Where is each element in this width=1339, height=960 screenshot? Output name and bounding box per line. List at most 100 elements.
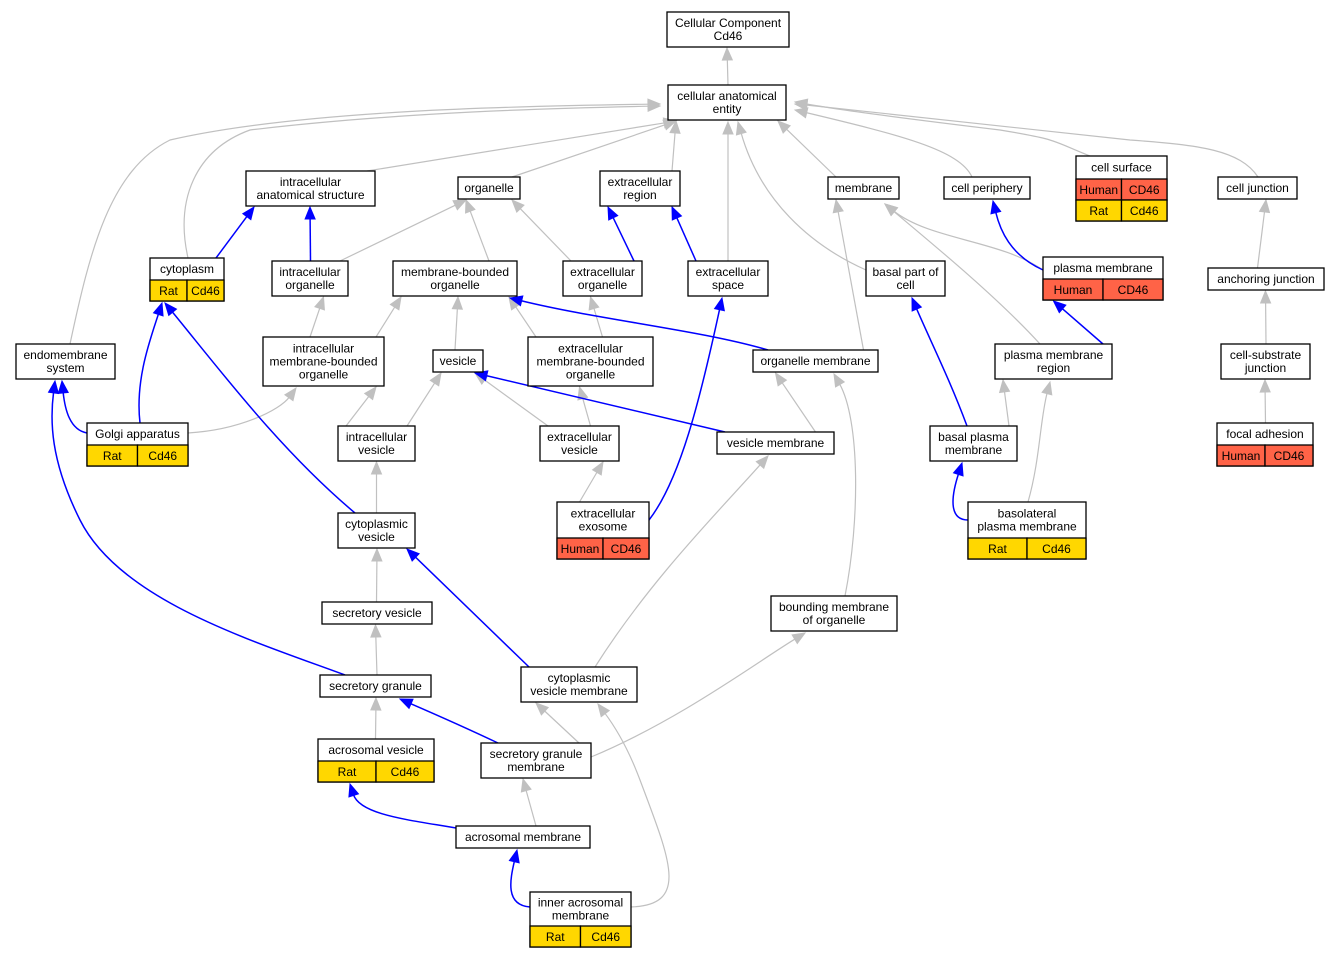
node-label: of organelle xyxy=(803,613,866,627)
edge-line xyxy=(414,556,530,668)
edge-arrowhead xyxy=(370,696,382,711)
edge-csj-anchjunc xyxy=(1259,289,1272,345)
edge-line xyxy=(51,391,346,676)
edge-line xyxy=(511,124,666,178)
node-anchjunc[interactable]: anchoring junction xyxy=(1207,267,1325,291)
edge-arrowhead xyxy=(793,107,809,119)
edge-vesmem-orgmem xyxy=(774,371,816,433)
node-box xyxy=(432,349,484,373)
node-label: basolateral xyxy=(998,507,1057,521)
edge-line xyxy=(543,710,580,744)
node-box xyxy=(827,176,900,200)
node-label: Cellular Component xyxy=(675,16,782,30)
edge-cvm-vesmem xyxy=(594,455,769,668)
node-label: intracellular xyxy=(280,175,341,189)
edge-vesicle-mbo xyxy=(451,295,464,351)
edge-acrmem-sgm xyxy=(520,777,537,827)
edge-arrowhead xyxy=(508,848,520,864)
edge-line xyxy=(510,860,531,908)
edge-line xyxy=(409,702,499,744)
edge-arrowhead xyxy=(535,702,550,716)
edge-line xyxy=(578,471,598,503)
node-orgmem[interactable]: organelle membrane xyxy=(752,349,879,373)
edge-line xyxy=(514,305,537,338)
edge-extves-embo xyxy=(577,385,592,427)
edge-line xyxy=(519,207,572,262)
edge-arrowhead xyxy=(511,199,525,213)
node-celljunc[interactable]: cell junction xyxy=(1217,176,1298,200)
edge-line xyxy=(785,128,837,178)
edge-arrowhead xyxy=(398,698,414,710)
node-acrmem[interactable]: acrosomal membrane xyxy=(455,825,591,849)
edge-line xyxy=(952,473,969,521)
edge-line xyxy=(671,131,676,172)
edge-acrmem-acrves xyxy=(348,782,457,829)
node-label: Cd46 xyxy=(714,29,743,43)
edge-arrowhead xyxy=(406,548,420,562)
edge-line xyxy=(893,210,1041,345)
edge-sgm-bmo xyxy=(590,632,807,758)
node-membrane[interactable]: membrane xyxy=(827,176,900,200)
node-organelle[interactable]: organelle xyxy=(457,176,521,200)
edge-line xyxy=(483,379,549,427)
edge-intorg-organelle xyxy=(339,199,468,262)
node-cellper[interactable]: cell periphery xyxy=(943,176,1031,200)
node-box xyxy=(716,431,835,455)
gene-label: Cd46 xyxy=(148,449,177,463)
node-label: entity xyxy=(713,102,742,116)
node-secgran[interactable]: secretory granule xyxy=(319,674,432,698)
species-label: Rat xyxy=(159,284,178,298)
edge-line xyxy=(352,794,457,829)
node-label: secretory vesicle xyxy=(332,606,422,620)
edge-line xyxy=(1003,390,1010,427)
node-label: secretory granule xyxy=(490,747,583,761)
edge-cytves-cytoplasm xyxy=(164,301,356,514)
node-box xyxy=(943,176,1031,200)
node-secves[interactable]: secretory vesicle xyxy=(321,601,433,625)
node-vesmem[interactable]: vesicle membrane xyxy=(716,431,835,455)
node-box xyxy=(337,425,416,462)
edge-line xyxy=(1256,210,1266,269)
node-label: cell xyxy=(896,278,914,292)
edge-line xyxy=(675,216,697,262)
node-vesicle[interactable]: vesicle xyxy=(432,349,484,373)
edge-pm-membrane xyxy=(883,203,1044,271)
edge-line xyxy=(805,111,973,178)
edge-line xyxy=(454,307,458,351)
gene-cell xyxy=(186,279,225,302)
species-label: Rat xyxy=(546,930,565,944)
node-label: inner acrosomal xyxy=(538,896,623,910)
edge-line xyxy=(406,381,436,427)
edge-arrowhead xyxy=(774,371,788,387)
